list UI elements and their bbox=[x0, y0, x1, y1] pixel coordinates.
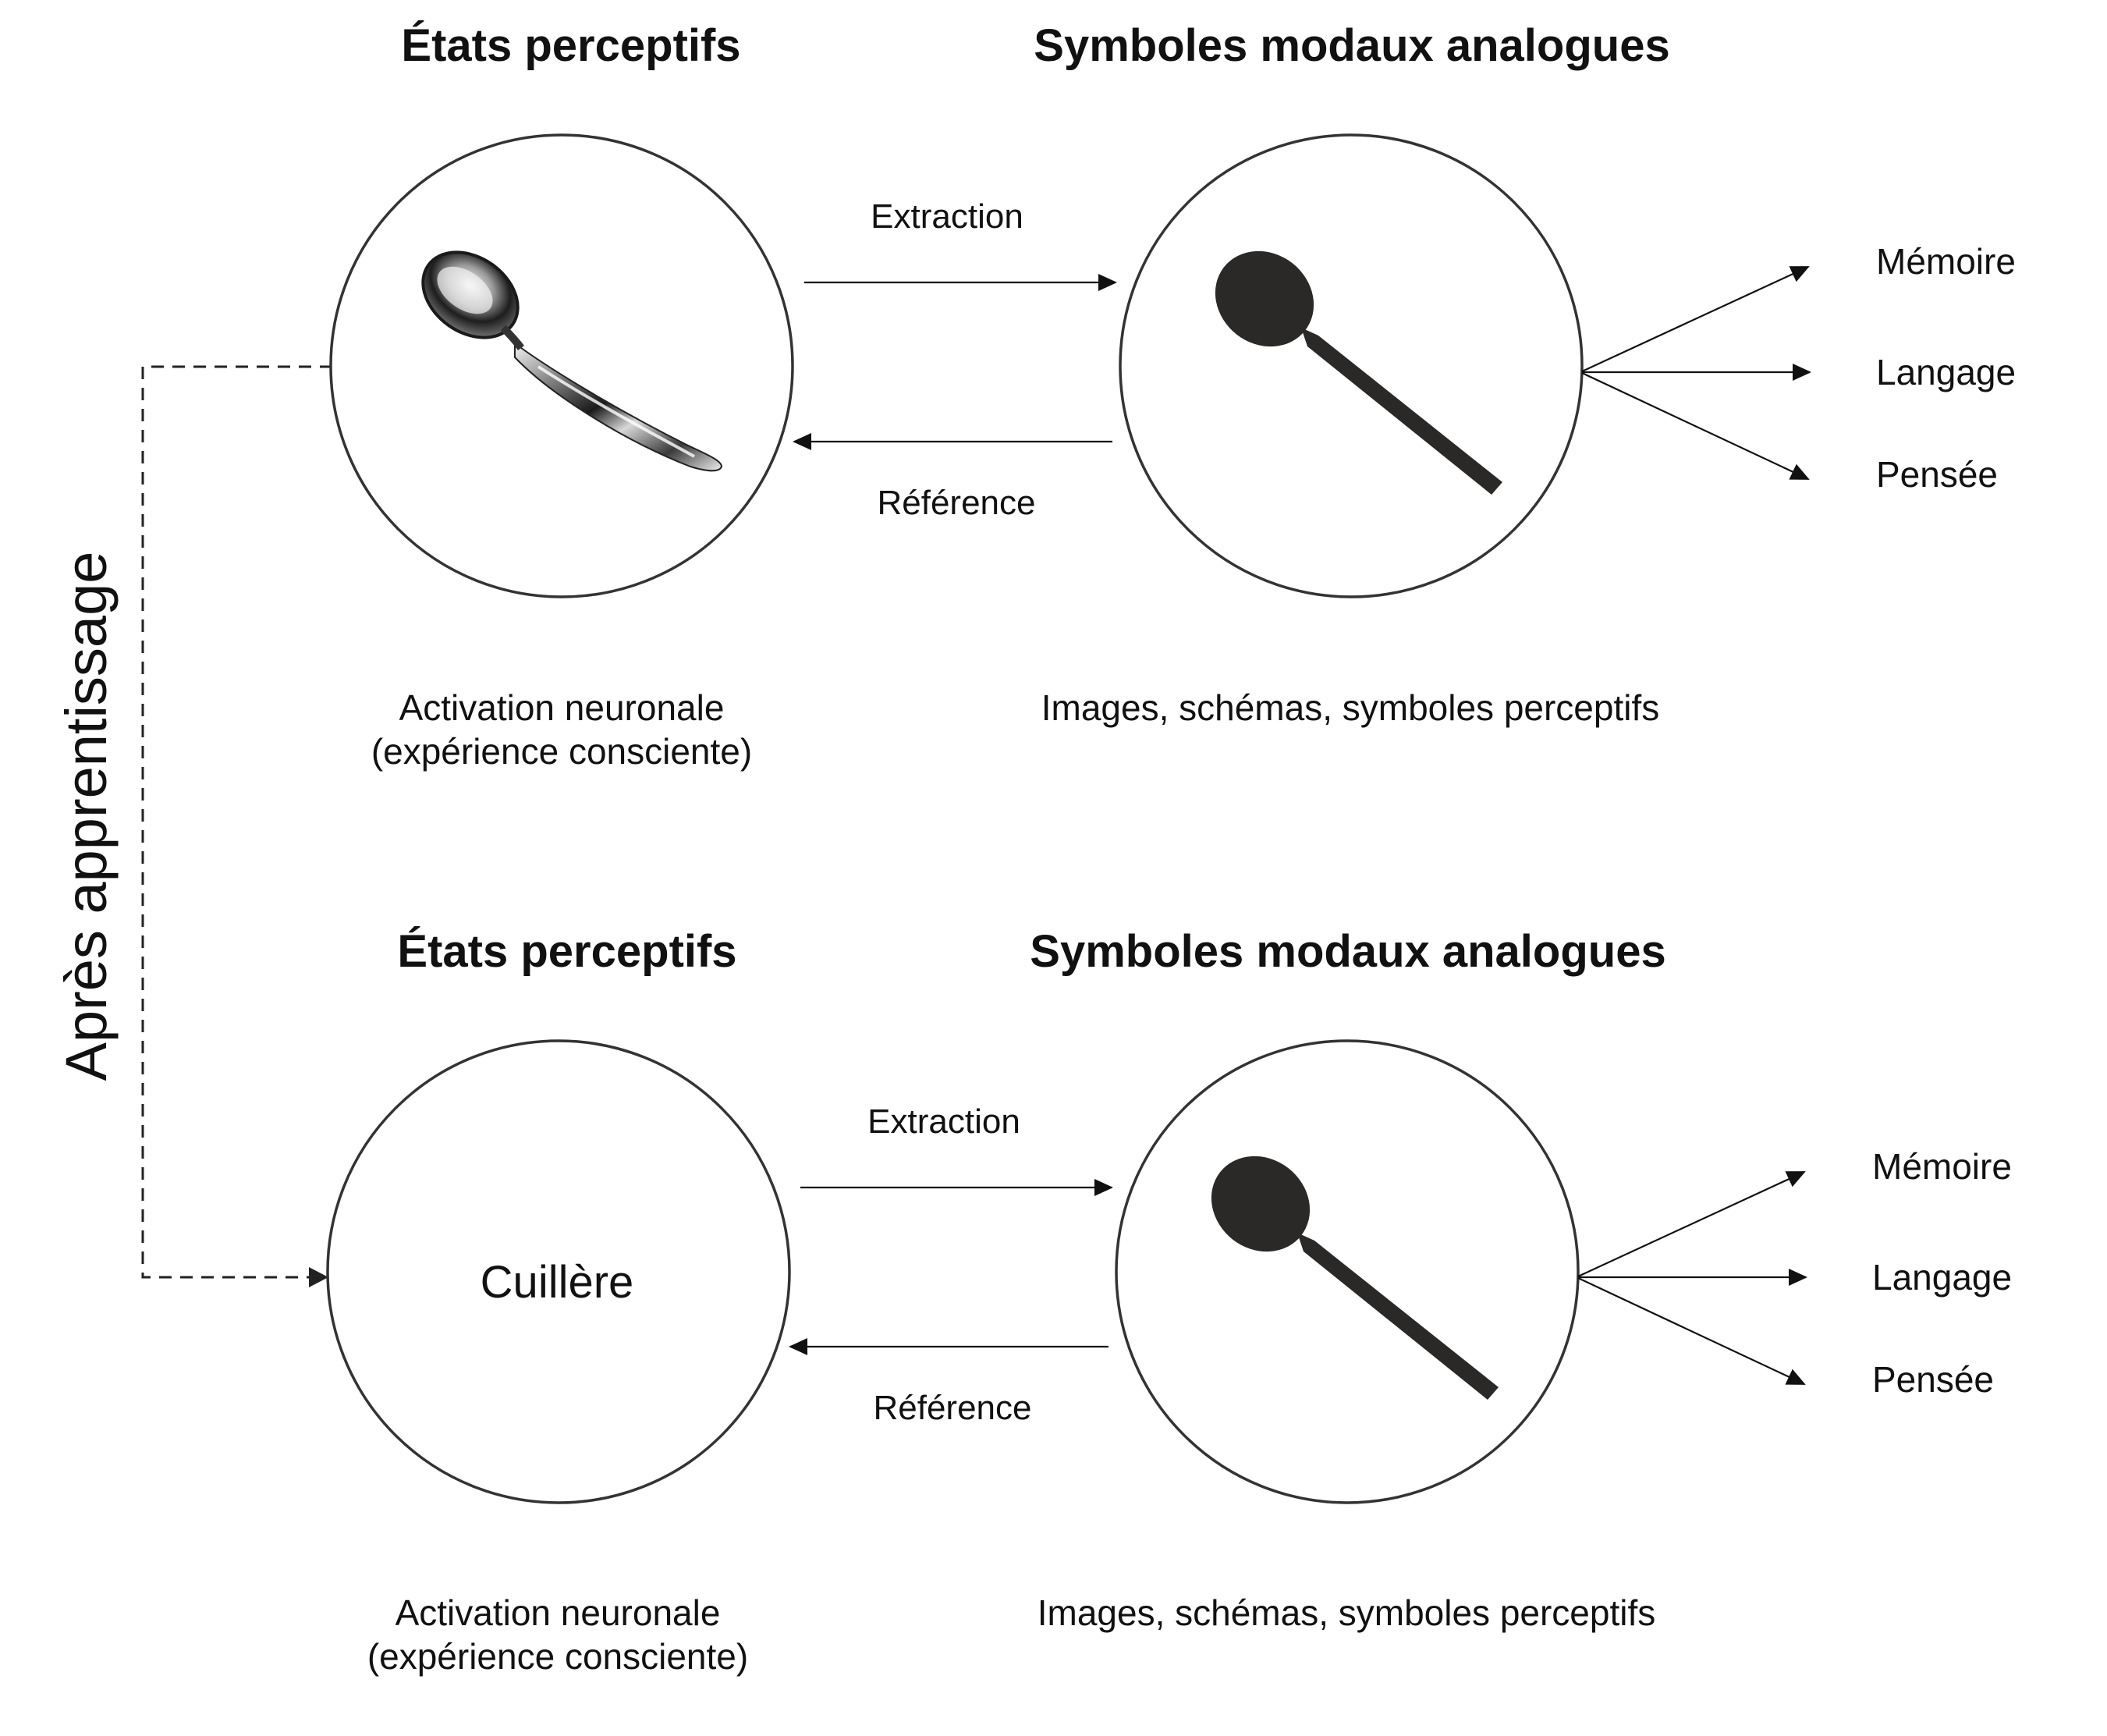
bottom-left-caption-line1: Activation neuronale bbox=[396, 1592, 721, 1633]
bottom-output-memoire: Mémoire bbox=[1872, 1146, 2012, 1187]
dashed-arrowhead-icon bbox=[309, 1267, 328, 1287]
side-label: Après apprentissage bbox=[54, 552, 119, 1081]
spoon-silhouette-icon bbox=[1215, 250, 1502, 495]
bottom-reference-label: Référence bbox=[873, 1389, 1031, 1427]
bottom-perceptual-circle bbox=[326, 1039, 791, 1504]
bottom-word-cuillere: Cuillère bbox=[481, 1257, 634, 1308]
top-left-caption-line1: Activation neuronale bbox=[399, 687, 725, 728]
bottom-output-pensee: Pensée bbox=[1872, 1359, 1994, 1400]
bottom-panel: États perceptifs Symboles modaux analogu… bbox=[326, 926, 2012, 1677]
top-reference-label: Référence bbox=[877, 484, 1035, 522]
bottom-right-title: Symboles modaux analogues bbox=[1030, 926, 1665, 977]
top-output-langage: Langage bbox=[1876, 352, 2016, 392]
top-right-caption: Images, schémas, symboles perceptifs bbox=[1041, 687, 1660, 728]
spoon-photo-icon bbox=[421, 250, 723, 472]
top-output-pensee: Pensée bbox=[1876, 454, 1998, 495]
bottom-left-title: États perceptifs bbox=[397, 926, 736, 977]
bottom-output-langage: Langage bbox=[1872, 1257, 2012, 1298]
bottom-memory-arrow bbox=[1577, 1171, 1806, 1277]
top-memory-arrow bbox=[1581, 266, 1810, 372]
top-right-title: Symboles modaux analogues bbox=[1034, 20, 1669, 71]
bottom-thought-arrow bbox=[1577, 1277, 1806, 1385]
top-thought-arrow bbox=[1581, 372, 1810, 480]
top-panel: États perceptifs Symboles modaux analogu… bbox=[329, 20, 2016, 772]
dashed-connector bbox=[141, 365, 332, 1287]
bottom-right-caption: Images, schémas, symboles perceptifs bbox=[1038, 1592, 1656, 1633]
top-left-caption-line2: (expérience consciente) bbox=[371, 731, 752, 772]
top-perceptual-circle bbox=[329, 133, 794, 598]
top-output-memoire: Mémoire bbox=[1876, 241, 2016, 282]
bottom-extraction-label: Extraction bbox=[867, 1102, 1020, 1141]
spoon-silhouette-icon-bottom bbox=[1211, 1156, 1499, 1400]
bottom-left-caption-line2: (expérience consciente) bbox=[367, 1636, 748, 1677]
top-extraction-label: Extraction bbox=[871, 197, 1023, 236]
top-left-title: États perceptifs bbox=[401, 20, 740, 71]
